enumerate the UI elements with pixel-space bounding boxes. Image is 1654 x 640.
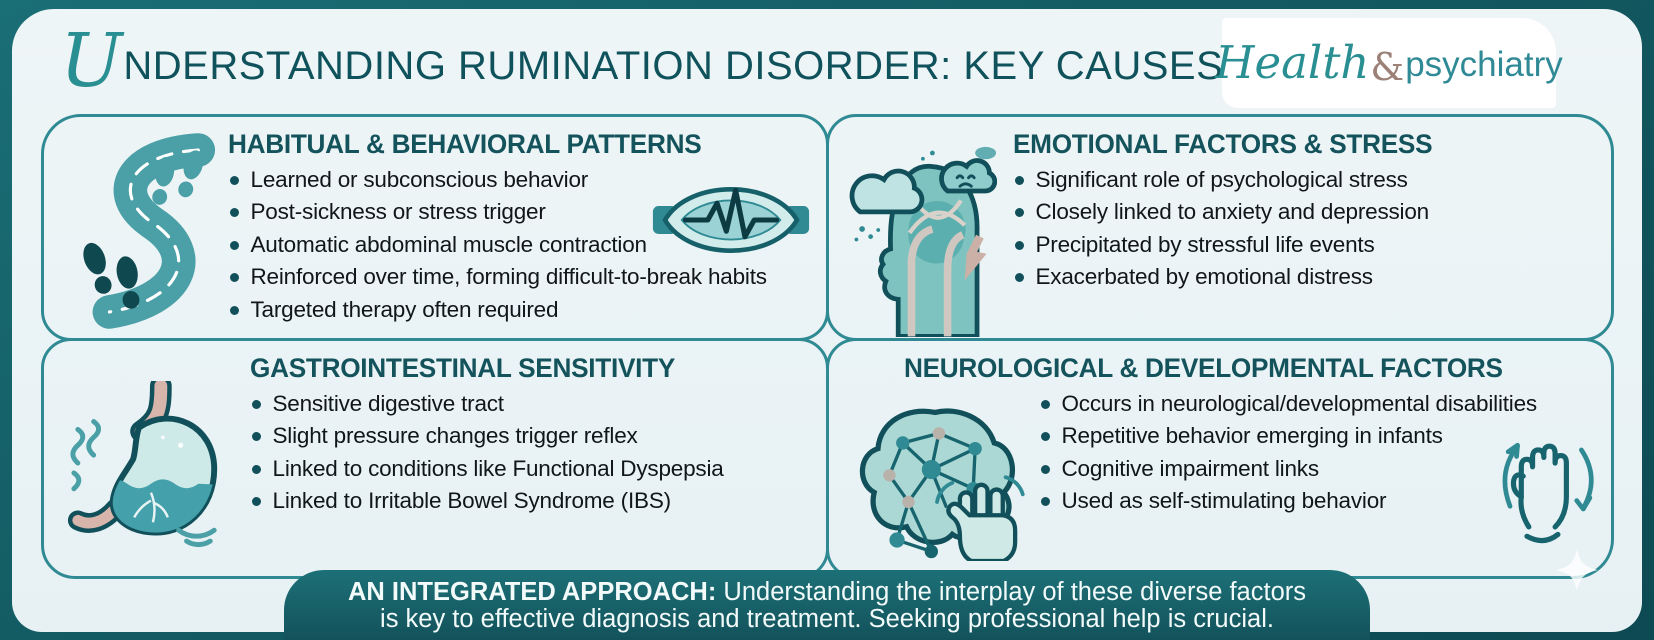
bullet-dot (1040, 464, 1050, 474)
title-text: NDERSTANDING RUMINATION DISORDER: KEY CA… (123, 43, 1224, 88)
bullet-text: Closely linked to anxiety and depression (1035, 199, 1430, 224)
bullet-dot (1014, 175, 1024, 185)
bullet-dot (229, 208, 239, 217)
bullet-dot (1014, 240, 1024, 250)
panel-habitual-behavioral: HABITUAL & BEHAVIORAL PATTERNS Learned o… (40, 113, 829, 341)
bullet-text: Linked to conditions like Functional Dys… (272, 455, 724, 481)
panel-title: GASTROINTESTINAL SENSITIVITY (249, 352, 675, 383)
bullet-item: Precipitated by stressful life events (1013, 231, 1597, 259)
bullet-item: Occurs in neurological/developmental dis… (1039, 390, 1597, 418)
bullet-item: Automatic abdominal muscle contraction (228, 231, 812, 259)
page-title: UNDERSTANDING RUMINATION DISORDER: KEY C… (60, 24, 1224, 98)
sparkle-icon (1556, 549, 1598, 591)
bullet-list: Significant role of psychological stress… (1013, 166, 1597, 292)
bullet-text: Exacerbated by emotional distress (1035, 264, 1374, 289)
brand-logo: Health & psychiatry (1215, 18, 1563, 108)
bullet-dot (1014, 273, 1024, 282)
footer-text-block: AN INTEGRATED APPROACH: Understanding th… (344, 579, 1310, 633)
muscle-wave-icon (652, 173, 810, 272)
logo-psychiatry-text: psychiatry (1405, 45, 1563, 84)
bullet-text: Automatic abdominal muscle contraction (250, 231, 648, 257)
bullet-dot (229, 273, 239, 282)
bullet-dot (1040, 432, 1050, 441)
bullet-item: Exacerbated by emotional distress (1013, 263, 1597, 291)
panel-gastrointestinal: GASTROINTESTINAL SENSITIVITY Sensitive d… (40, 337, 829, 579)
title-initial-letter: U (60, 17, 123, 104)
brain-network-icon (859, 407, 1025, 561)
panel-gastro-content: GASTROINTESTINAL SENSITIVITY Sensitive d… (250, 351, 812, 568)
bullet-text: Precipitated by stressful life events (1035, 231, 1375, 257)
bullet-dot (251, 497, 261, 506)
logo-health-script: Health (1215, 36, 1370, 89)
bullet-text: Occurs in neurological/developmental dis… (1061, 390, 1538, 416)
bullet-item: Slight pressure changes trigger reflex (250, 422, 812, 450)
bullet-item: Closely linked to anxiety and depression (1013, 198, 1597, 226)
footer-banner: AN INTEGRATED APPROACH: Understanding th… (284, 570, 1370, 640)
bullet-item: Reinforced over time, forming difficult-… (228, 263, 812, 291)
bullet-item: Linked to conditions like Functional Dys… (250, 455, 812, 483)
bullet-list: Sensitive digestive tract Slight pressur… (250, 390, 812, 516)
footer-body-text: Understanding the interplay of these div… (380, 578, 1306, 633)
bullet-text: Repetitive behavior emerging in infants (1061, 423, 1443, 448)
bullet-text: Slight pressure changes trigger reflex (272, 423, 638, 448)
bullet-text: Learned or subconscious behavior (250, 166, 589, 192)
panel-neurological: NEUROLOGICAL & DEVELOPMENTAL FACTORS Occ… (825, 337, 1614, 579)
bullet-text: Linked to Irritable Bowel Syndrome (IBS) (272, 488, 672, 513)
bullet-dot (229, 240, 239, 250)
panel-emotional-content: EMOTIONAL FACTORS & STRESS Significant r… (1013, 127, 1597, 330)
stomach-icon (64, 380, 232, 568)
bullet-dot (251, 464, 261, 474)
bullet-text: Sensitive digestive tract (272, 390, 505, 416)
bullet-dot (251, 399, 261, 409)
hand-gesture-icon (1502, 442, 1594, 543)
bullet-item: Repetitive behavior emerging in infants (1039, 422, 1597, 450)
bullet-list: Occurs in neurological/developmental dis… (1039, 390, 1597, 516)
bullet-item: Post-sickness or stress trigger (228, 198, 812, 226)
bullet-dot (1040, 399, 1050, 409)
bullet-dot (229, 305, 239, 315)
footprints-path-icon (62, 131, 220, 330)
bullet-text: Reinforced over time, forming difficult-… (250, 264, 768, 289)
footprints-path-icon (82, 132, 215, 329)
panel-habitual-content: HABITUAL & BEHAVIORAL PATTERNS Learned o… (228, 127, 812, 330)
bullet-dot (251, 432, 261, 441)
bullet-text: Post-sickness or stress trigger (250, 199, 546, 224)
panel-neuro-content: NEUROLOGICAL & DEVELOPMENTAL FACTORS Occ… (904, 351, 1597, 568)
quadrant-grid: HABITUAL & BEHAVIORAL PATTERNS Learned o… (40, 113, 1614, 579)
bullet-dot (229, 175, 239, 185)
bullet-list: Learned or subconscious behavior Post-si… (228, 166, 812, 324)
bullet-item: Sensitive digestive tract (250, 390, 812, 418)
bullet-item: Learned or subconscious behavior (228, 166, 812, 194)
bullet-text: Targeted therapy often required (250, 296, 559, 322)
header: UNDERSTANDING RUMINATION DISORDER: KEY C… (60, 23, 1223, 109)
bullet-item: Linked to Irritable Bowel Syndrome (IBS) (250, 487, 812, 515)
bullet-text: Used as self-stimulating behavior (1061, 488, 1387, 513)
brain-network-icon (847, 401, 1029, 568)
panel-title: EMOTIONAL FACTORS & STRESS (1012, 128, 1433, 159)
infographic-card: UNDERSTANDING RUMINATION DISORDER: KEY C… (12, 9, 1642, 632)
logo-ampersand: & (1370, 45, 1405, 89)
bullet-dot (1014, 208, 1024, 217)
panel-emotional-stress: EMOTIONAL FACTORS & STRESS Significant r… (825, 113, 1614, 341)
stomach-icon (67, 380, 217, 547)
head-storm-icon (845, 141, 997, 337)
head-storm-icon (849, 146, 997, 337)
bullet-item: Cognitive impairment links (1039, 455, 1597, 483)
bullet-item: Used as self-stimulating behavior (1039, 487, 1597, 515)
bullet-item: Significant role of psychological stress (1013, 166, 1597, 194)
hand-gesture-icon (1495, 413, 1603, 566)
bullet-dot (1040, 497, 1050, 506)
panel-title: HABITUAL & BEHAVIORAL PATTERNS (227, 128, 702, 159)
bullet-text: Cognitive impairment links (1061, 455, 1320, 481)
panel-title: NEUROLOGICAL & DEVELOPMENTAL FACTORS (903, 352, 1503, 383)
footer-lead: AN INTEGRATED APPROACH: (347, 578, 717, 606)
bullet-text: Significant role of psychological stress (1035, 166, 1408, 192)
bullet-item: Targeted therapy often required (228, 296, 812, 324)
sparkle-icon (1554, 547, 1600, 598)
muscle-wave-icon (652, 186, 809, 253)
